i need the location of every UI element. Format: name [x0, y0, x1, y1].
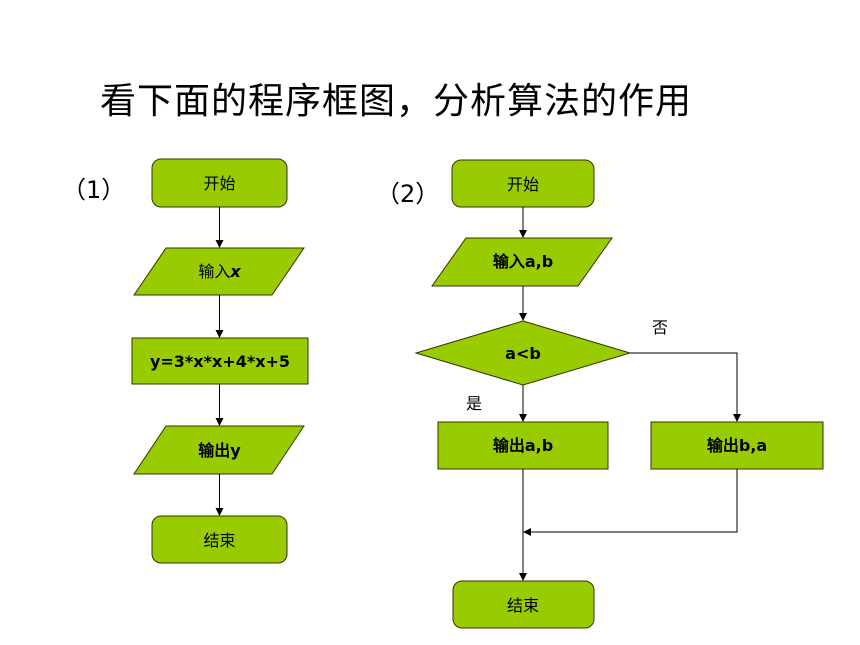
end-label: 结束 — [507, 596, 539, 615]
svg-text:输入x: 输入x — [198, 262, 241, 281]
page-title: 看下面的程序框图，分析算法的作用 — [100, 81, 693, 122]
output-label: 输出y — [198, 441, 241, 460]
yes-branch-label: 是 — [466, 394, 482, 413]
end-terminal — [452, 580, 595, 629]
flowchart-2: 开始 输入a,b a<b 否 是 输出a,b 输出b,a 结束 — [414, 159, 824, 629]
end-terminal — [151, 515, 288, 564]
decision-label: a<b — [505, 344, 541, 363]
output-yes-box — [437, 421, 609, 470]
start-label: 开始 — [203, 174, 235, 193]
output-yes-label: 输出a,b — [493, 436, 553, 455]
process-label: y=3*x*x+4*x+5 — [150, 352, 290, 371]
output-no-box — [650, 421, 824, 470]
start-label: 开始 — [507, 175, 539, 194]
flowchart-2-label: （2） — [376, 180, 440, 208]
no-branch-label: 否 — [652, 318, 668, 337]
input-label: 输入a,b — [493, 252, 553, 271]
end-label: 结束 — [203, 531, 235, 550]
arrow — [523, 469, 738, 536]
input-label: 输入 — [198, 262, 230, 281]
flowchart-1-label: （1） — [62, 176, 126, 204]
input-parallelogram — [431, 237, 613, 287]
input-variable: x — [229, 262, 241, 281]
arrow — [630, 352, 741, 422]
output-no-label: 输出b,a — [707, 436, 767, 455]
output-parallelogram — [133, 425, 305, 475]
flowchart-1: 开始 输入x y=3*x*x+4*x+5 输出y 结束 — [131, 158, 309, 564]
input-parallelogram — [133, 247, 305, 296]
process-box — [131, 337, 309, 385]
